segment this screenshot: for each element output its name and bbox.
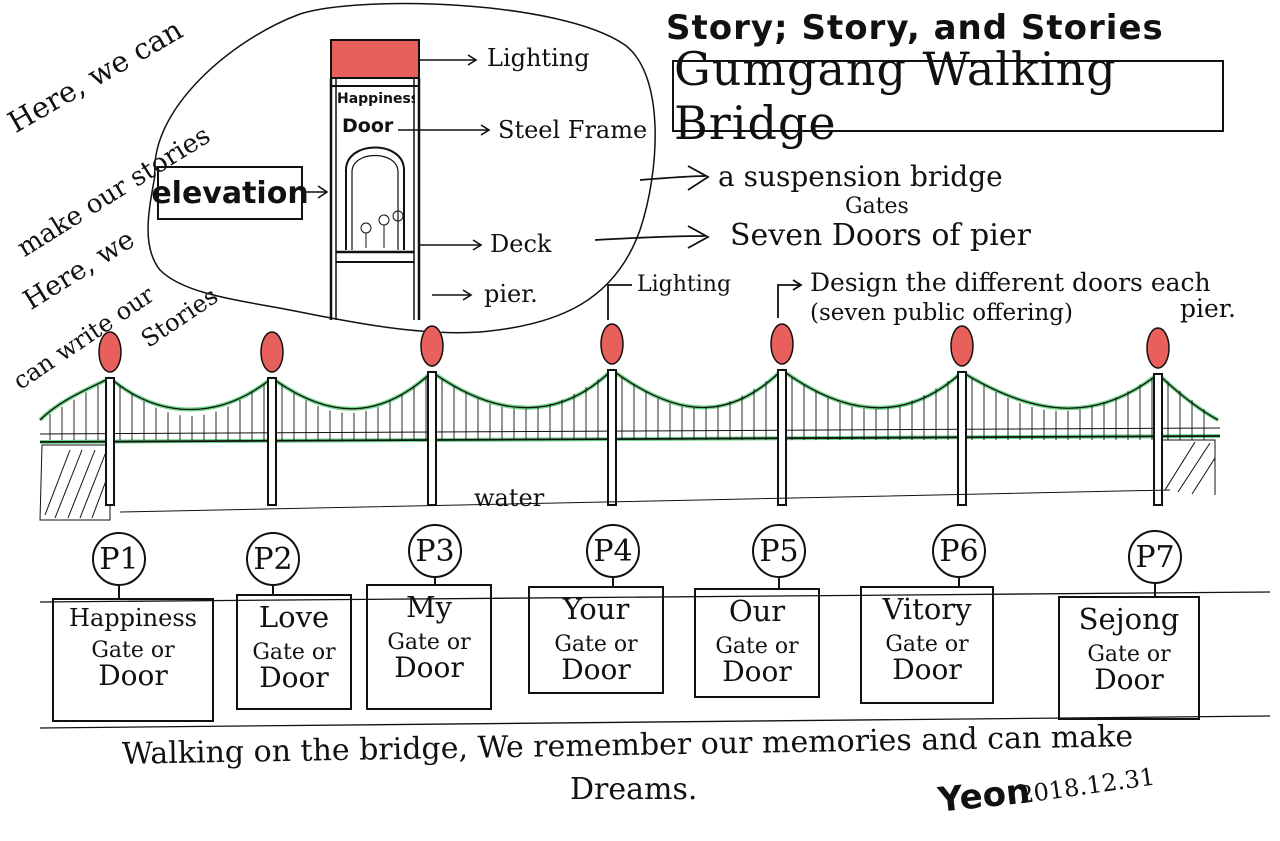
- label-lighting: Lighting: [487, 44, 590, 72]
- bridge-pier-2: [267, 377, 277, 506]
- lamp-7: [1146, 327, 1170, 369]
- gate-name: Vitory: [882, 592, 972, 626]
- lamp-5: [770, 323, 794, 365]
- note-lighting: Lighting: [637, 272, 732, 297]
- elevation-arrows: [303, 54, 491, 301]
- lamp-3: [420, 325, 444, 367]
- gate-door-label: Door: [892, 653, 962, 686]
- gate-sub-label: Gate or: [885, 632, 969, 657]
- bridge-name: Gumgang Walking Bridge: [674, 42, 1117, 150]
- lamp-4: [600, 323, 624, 365]
- note-arrows: [594, 165, 803, 320]
- elevation-label: elevation: [151, 175, 309, 211]
- gate-name: Your: [562, 592, 630, 626]
- pier-badge-2: P2: [246, 532, 300, 586]
- pier-badge-stem: [778, 578, 780, 588]
- lamp-1: [98, 331, 122, 373]
- gate-name: Love: [258, 600, 330, 634]
- label-steel-frame: Steel Frame: [498, 116, 648, 144]
- note-gates: Gates: [845, 194, 909, 219]
- pier-badge-3: P3: [408, 524, 462, 578]
- gate-name: Our: [728, 594, 786, 628]
- tower-text-door: Door: [342, 115, 394, 137]
- gate-name: Sejong: [1078, 602, 1180, 636]
- note-seven-doors: Seven Doors of pier: [730, 218, 1031, 253]
- gate-door-label: Door: [722, 655, 792, 688]
- pier-badge-1: P1: [92, 532, 146, 586]
- footer-line2: Dreams.: [570, 772, 698, 807]
- bridge-pier-7: [1153, 373, 1163, 506]
- water-label: water: [474, 484, 545, 512]
- label-pier: pier.: [484, 280, 538, 308]
- pier-badge-4: P4: [586, 524, 640, 578]
- bridge-pier-5: [777, 369, 787, 506]
- bridge-pier-4: [607, 369, 617, 506]
- gate-door-label: Door: [394, 651, 464, 684]
- gate-door-label: Door: [98, 659, 168, 692]
- pier-badge-6: P6: [932, 524, 986, 578]
- water-line: [119, 489, 1171, 513]
- gate-sub-label: Gate or: [91, 638, 175, 663]
- pier-badge-stem: [434, 578, 436, 584]
- bridge-hangers: [49, 376, 1205, 440]
- lamp-2: [260, 331, 284, 373]
- gate-sub-label: Gate or: [387, 630, 471, 655]
- pier-badge-stem: [118, 586, 120, 598]
- elevation-tower: [329, 39, 421, 320]
- pier-badge-stem: [958, 578, 960, 586]
- note-suspension: a suspension bridge: [718, 160, 1003, 193]
- pier-badge-stem: [272, 586, 274, 594]
- bridge-pier-6: [957, 371, 967, 506]
- elevation-cloud-outline: [147, 2, 656, 334]
- pier-badge-7: P7: [1128, 530, 1182, 584]
- gate-sub-label: Gate or: [252, 640, 336, 665]
- tower-text-happiness: Happiness: [337, 91, 415, 107]
- gate-bottomline: [39, 715, 1271, 729]
- bridge-towers: [98, 323, 1170, 506]
- pier-badge-stem: [1154, 584, 1156, 596]
- gate-door-label: Door: [259, 661, 329, 694]
- note-design-line1: Design the different doors each: [810, 268, 1211, 297]
- gate-sub-label: Gate or: [1087, 642, 1171, 667]
- note-design-line2: (seven public offering): [810, 300, 1073, 326]
- pier-badge-5: P5: [752, 524, 806, 578]
- bridge-cables: [38, 368, 1219, 422]
- label-deck: Deck: [490, 230, 552, 258]
- gate-name: My: [405, 590, 453, 624]
- gate-door-label: Door: [561, 653, 631, 686]
- story-title: Story; Story, and Stories: [666, 8, 1164, 48]
- gate-name: Happiness: [69, 604, 197, 632]
- gate-sub-label: Gate or: [715, 634, 799, 659]
- lamp-6: [950, 325, 974, 367]
- bridge-pier-1: [105, 377, 115, 506]
- bridge-name-box: Gumgang Walking Bridge: [672, 42, 1224, 150]
- gate-door-label: Door: [1094, 663, 1164, 696]
- bridge-deck: [39, 427, 1221, 444]
- bridge-pier-3: [427, 371, 437, 506]
- elevation-label-box: elevation: [151, 166, 309, 220]
- pier-badge-stem: [612, 578, 614, 586]
- note-design-line3: pier.: [1180, 294, 1236, 323]
- gate-sub-label: Gate or: [554, 632, 638, 657]
- ground-hatch: [39, 439, 1216, 521]
